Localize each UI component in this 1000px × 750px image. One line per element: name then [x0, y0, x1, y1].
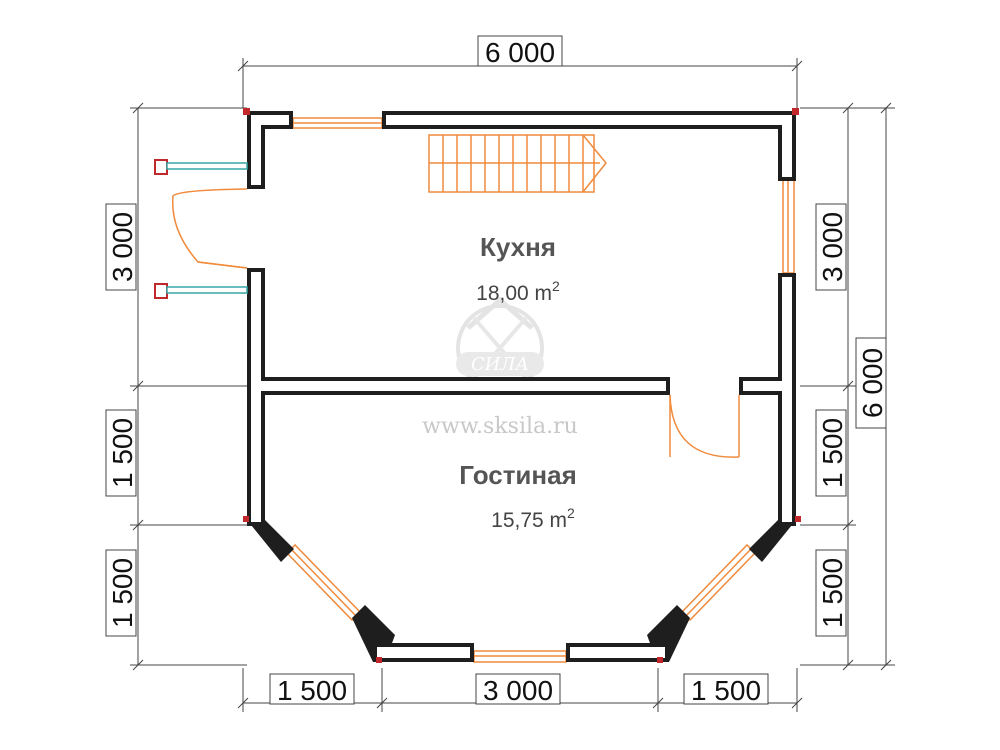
dim-right-upper: 3 000 [817, 212, 848, 282]
porch [154, 159, 248, 299]
dim-bottom-middle: 3 000 [483, 675, 553, 706]
room-area-living: 15,75 m2 [491, 505, 575, 532]
dim-left-upper: 3 000 [107, 212, 138, 282]
wall-cores [251, 115, 792, 658]
watermark-url: www.sksila.ru [422, 414, 578, 439]
dim-left-middle: 1 500 [107, 418, 138, 488]
porch-rail-top [166, 162, 248, 170]
staircase [428, 134, 607, 193]
doors [171, 188, 740, 458]
interior-door-swing [669, 394, 740, 458]
wall-diag-right-top [749, 520, 796, 562]
room-name-kitchen: Кухня [480, 232, 556, 262]
room-name-living: Гостиная [459, 460, 577, 490]
watermark-logo: СИЛА [456, 296, 544, 392]
wall-diag-left-top [247, 520, 294, 562]
dim-right-total: 6 000 [857, 348, 888, 418]
room-area-kitchen: 18,00 m2 [476, 278, 560, 305]
dimension-labels [105, 35, 887, 705]
entrance-door-swing [171, 188, 248, 269]
porch-rail-bottom [166, 286, 248, 294]
corner-posts [243, 108, 801, 663]
dim-left-lower: 1 500 [107, 558, 138, 628]
dim-top-total: 6 000 [485, 37, 555, 68]
dim-right-lower: 1 500 [817, 558, 848, 628]
watermark-logo-text: СИЛА [471, 354, 529, 375]
dim-bottom-left: 1 500 [277, 675, 347, 706]
dim-bottom-right: 1 500 [691, 675, 761, 706]
dim-right-middle: 1 500 [817, 418, 848, 488]
